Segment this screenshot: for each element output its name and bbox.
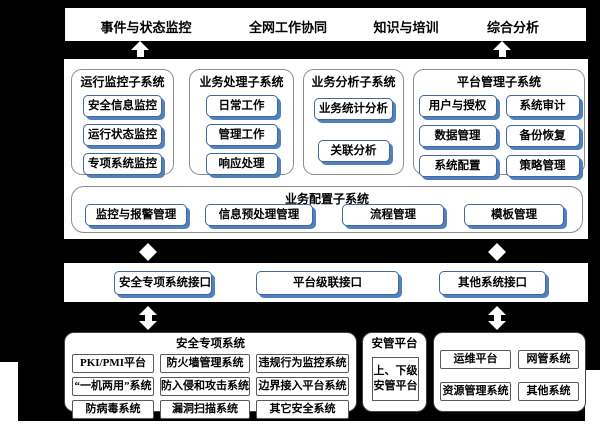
system-cell: 运维平台 (440, 350, 511, 369)
subsystem-node: 监控与报警管理 (85, 204, 187, 226)
system-cell: 其他系统 (518, 382, 579, 401)
interface-node: 其他系统接口 (439, 271, 546, 295)
subsystem-box-business-config: 业务配置子系统 监控与报警管理 信息预处理管理 流程管理 模板管理 (71, 186, 583, 233)
interface-bar: 安全专项系统接口 平台级联接口 其他系统接口 (62, 261, 590, 304)
system-cell: 边界接入平台系统 (256, 377, 349, 396)
subsystem-title: 平台管理子系统 (456, 75, 541, 89)
security-systems-box: 安全专项系统 PKI/PMI平台 防火墙管理系统 违规行为监控系统 “一机两用”… (64, 332, 357, 419)
subsystem-node: 信息预处理管理 (205, 204, 313, 226)
double-arrow (488, 306, 506, 330)
page-background-corner (585, 370, 600, 421)
platform-main-panel: 运行监控子系统 安全信息监控 运行状态监控 专项系统监控 业务处理子系统 日常工… (62, 57, 590, 241)
interface-node: 安全专项系统接口 (114, 271, 212, 295)
system-cell: “一机两用”系统 (72, 377, 154, 396)
subsystem-node: 系统审计 (505, 95, 580, 117)
system-cell: 其它安全系统 (256, 400, 349, 419)
up-arrow (493, 41, 511, 57)
subsystem-node: 系统配置 (418, 155, 497, 177)
up-arrow (131, 41, 149, 57)
double-arrow (139, 306, 157, 330)
subsystem-node: 数据管理 (418, 125, 497, 147)
system-cell: 漏洞扫描系统 (160, 400, 250, 419)
system-cell: 违规行为监控系统 (256, 354, 349, 373)
other-systems-box: 运维平台 网管系统 资源管理系统 其他系统 (433, 332, 586, 412)
system-cell: 防病毒系统 (72, 400, 154, 419)
subsystem-title: 业务配置子系统 (284, 192, 369, 206)
system-cell: 资源管理系统 (440, 382, 511, 401)
subsystem-node: 备份恢复 (505, 125, 580, 147)
subsystem-node: 管理工作 (205, 124, 278, 146)
subsystem-title: 运行监控子系统 (80, 75, 165, 89)
system-cell: 网管系统 (518, 350, 579, 369)
double-arrow (139, 243, 157, 261)
top-bar-item: 知识与培训 (373, 20, 439, 35)
subsystem-node: 日常工作 (205, 95, 278, 117)
subsystem-node: 运行状态监控 (83, 124, 162, 146)
subsystem-node: 模板管理 (464, 204, 564, 226)
interface-node: 平台级联接口 (256, 271, 399, 295)
system-cell: 上、下级安管平台 (372, 357, 419, 401)
application-function-bar: 事件与状态监控 全网工作协同 知识与培训 综合分析 (64, 7, 587, 42)
subsystem-node: 响应处理 (205, 153, 278, 175)
subsystem-node: 流程管理 (342, 204, 444, 226)
system-cell: PKI/PMI平台 (72, 354, 154, 373)
subsystem-title: 业务分析子系统 (311, 75, 396, 89)
section-title: 安全专项系统 (176, 338, 245, 350)
subsystem-title: 业务处理子系统 (199, 75, 284, 89)
top-bar-item: 综合分析 (486, 20, 540, 35)
subsystem-box-business-analysis: 业务分析子系统 业务统计分析 关联分析 (303, 69, 404, 175)
management-platform-box: 安管平台 上、下级安管平台 (362, 332, 427, 412)
subsystem-box-monitoring: 运行监控子系统 安全信息监控 运行状态监控 专项系统监控 (71, 69, 174, 175)
double-arrow (488, 243, 506, 261)
subsystem-box-platform-management: 平台管理子系统 用户与授权 系统审计 数据管理 备份恢复 系统配置 策略管理 (413, 69, 585, 177)
subsystem-node: 策略管理 (505, 155, 580, 177)
system-cell: 防火墙管理系统 (160, 354, 250, 373)
page-background-corner (0, 362, 18, 421)
subsystem-node: 用户与授权 (418, 95, 497, 117)
subsystem-node: 安全信息监控 (83, 95, 162, 117)
subsystem-node: 关联分析 (317, 140, 390, 162)
subsystem-node: 业务统计分析 (314, 98, 393, 120)
section-title: 安管平台 (371, 338, 418, 350)
system-cell: 防入侵和攻击系统 (160, 377, 250, 396)
top-bar-item: 事件与状态监控 (100, 20, 192, 35)
top-bar-item: 全网工作协同 (248, 20, 328, 35)
subsystem-node: 专项系统监控 (83, 153, 162, 175)
subsystem-box-business-processing: 业务处理子系统 日常工作 管理工作 响应处理 (189, 69, 294, 175)
